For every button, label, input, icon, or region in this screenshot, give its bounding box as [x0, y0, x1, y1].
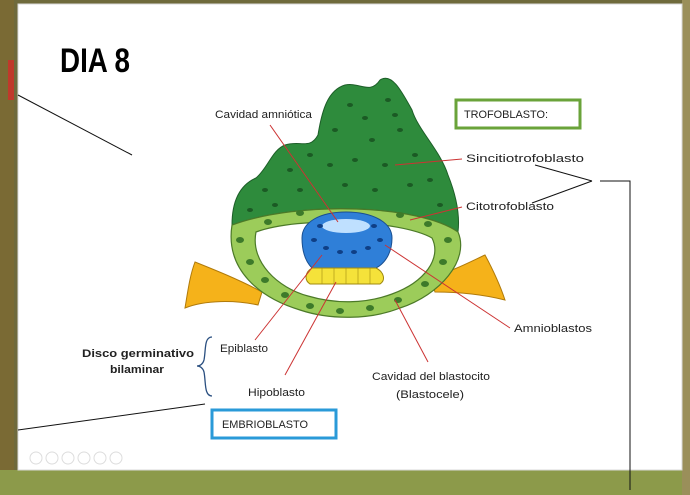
cavidad-amniotica-space	[322, 219, 370, 233]
slide-title: DIA 8	[60, 42, 130, 80]
label-hipoblasto: Hipoblasto	[248, 387, 305, 399]
label-cavidad-blastocito-line1: Cavidad del blastocito	[372, 371, 490, 383]
label-disco-line2: bilaminar	[110, 364, 165, 376]
label-cavidad-blastocito-line2: (Blastocele)	[396, 389, 464, 401]
hipoblasto-layer	[306, 268, 383, 284]
label-cavidad-amniotica: Cavidad amniótica	[215, 109, 313, 121]
label-sincitiotrofoblasto: Sincitiotrofoblasto	[466, 153, 584, 165]
background-red-accent	[8, 60, 14, 100]
embrioblasto-box-label: EMBRIOBLASTO	[222, 419, 308, 431]
label-amnioblastos: Amnioblastos	[514, 323, 593, 335]
background-right-strip	[682, 0, 690, 495]
background-bottom-strip	[0, 470, 690, 495]
trofoblasto-box-label: TROFOBLASTO:	[464, 109, 548, 121]
label-epiblasto: Epiblasto	[220, 343, 268, 355]
label-disco-line1: Disco germinativo	[82, 348, 194, 360]
label-citotrofoblasto: Citotrofoblasto	[466, 201, 554, 213]
